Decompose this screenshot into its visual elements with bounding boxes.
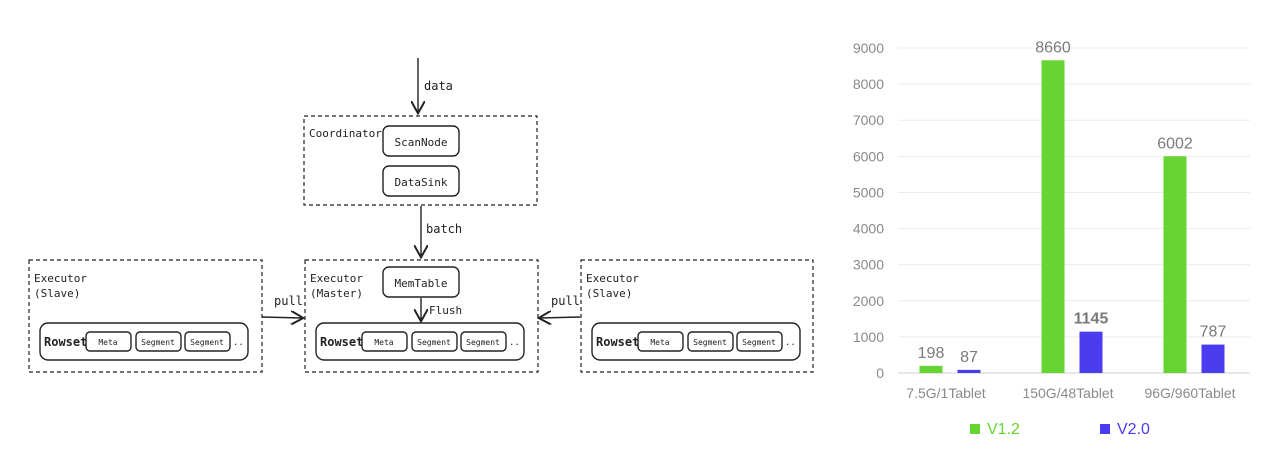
legend-swatch (970, 424, 980, 434)
y-tick-label: 1000 (853, 329, 884, 345)
pull-arrow-left (261, 317, 302, 318)
rowset-master-seg2 (460, 331, 507, 352)
data-label: 198 (918, 345, 945, 362)
memtable-label: MemTable (395, 277, 448, 290)
bar-v1-2 (1163, 156, 1187, 373)
coordinator-title: Coordinator (309, 127, 382, 140)
rowset-left-meta (85, 331, 132, 352)
rowset-left-ellipsis: .. (233, 338, 244, 348)
scannode-box (382, 125, 460, 157)
y-tick-label: 9000 (853, 40, 884, 56)
rowset-master-meta-label: Meta (374, 338, 393, 347)
rowset-right-meta-label: Meta (650, 338, 669, 347)
memtable-box (382, 266, 460, 298)
master-title-2: (Master) (310, 287, 363, 300)
datasink-label: DataSink (395, 176, 448, 189)
slave-right-box (580, 259, 814, 373)
pull-label-left: pull (274, 294, 303, 308)
rowset-right-ellipsis: .. (785, 338, 796, 348)
flush-label: Flush (429, 304, 462, 317)
rowset-right-seg1-label: Segment (693, 338, 727, 347)
bar-v2-0 (1201, 344, 1225, 373)
rowset-right-meta (637, 331, 684, 352)
y-tick-label: 7000 (853, 112, 884, 128)
y-tick-label: 8000 (853, 76, 884, 92)
x-tick-label: 96G/960Tablet (1144, 385, 1235, 401)
y-tick-label: 0 (876, 365, 884, 381)
pull-label-right: pull (551, 294, 580, 308)
y-tick-label: 2000 (853, 293, 884, 309)
pull-arrow-right (540, 317, 581, 318)
x-tick-label: 7.5G/1Tablet (906, 385, 985, 401)
chart-legend: V1.2 V2.0 (970, 421, 1150, 438)
batch-label: batch (426, 222, 462, 236)
legend-label: V1.2 (987, 421, 1020, 438)
rowset-left-seg2 (184, 331, 231, 352)
legend-label: V2.0 (1117, 421, 1150, 438)
scannode-label: ScanNode (395, 136, 448, 149)
rowset-master-seg1 (411, 331, 458, 352)
bar-v1-2 (1041, 60, 1065, 374)
rowset-left-seg1 (135, 331, 182, 352)
rowset-left-seg1-label: Segment (141, 338, 175, 347)
bar-v2-0 (957, 369, 981, 373)
rowset-master-seg1-label: Segment (417, 338, 451, 347)
rowset-master-ellipsis: .. (509, 338, 520, 348)
slave-right-title-1: Executor (586, 272, 639, 285)
rowset-left-meta-label: Meta (98, 338, 117, 347)
data-label: 87 (960, 349, 978, 366)
architecture-diagram: data Coordinator ScanNode DataSink batch… (28, 58, 814, 373)
data-label: 1145 (1074, 311, 1109, 328)
executor-master: Executor (Master) MemTable Flush Rowset … (304, 259, 539, 373)
x-tick-label: 150G/48Tablet (1022, 385, 1113, 401)
rowset-left-label: Rowset (44, 335, 87, 349)
rowset-master-label: Rowset (320, 335, 363, 349)
rowset-right-label: Rowset (596, 335, 639, 349)
y-tick-label: 3000 (853, 257, 884, 273)
rowset-right-seg2-label: Segment (742, 338, 776, 347)
coordinator-group: Coordinator ScanNode DataSink (303, 115, 538, 206)
chart-bars: 198 87 8660 1145 6002 787 (918, 39, 1227, 374)
rowset-master-meta (361, 331, 408, 352)
data-label: 6002 (1157, 135, 1193, 152)
bar-v1-2 (919, 365, 943, 373)
y-tick-label: 5000 (853, 184, 884, 200)
y-tick-label: 4000 (853, 221, 884, 237)
rowset-right-seg1 (687, 331, 734, 352)
rowset-left-seg2-label: Segment (190, 338, 224, 347)
slave-left-title-1: Executor (34, 272, 87, 285)
slave-left-title-2: (Slave) (34, 287, 80, 300)
y-tick-label: 6000 (853, 148, 884, 164)
chart-grid: 0 1000 2000 3000 4000 5000 6000 7000 8000 9000 7.5… (853, 40, 1250, 401)
slave-right-title-2: (Slave) (586, 287, 632, 300)
data-label: data (424, 79, 453, 93)
datasink-box (382, 165, 460, 197)
executor-slave-left: Executor (Slave) Rowset Meta Segment Seg… (28, 259, 263, 373)
slave-left-box (28, 259, 263, 373)
rowset-master-seg2-label: Segment (466, 338, 500, 347)
legend-swatch (1100, 424, 1110, 434)
master-title-1: Executor (310, 272, 363, 285)
bar-v2-0 (1079, 331, 1103, 373)
data-label: 8660 (1035, 39, 1071, 56)
executor-slave-right: Executor (Slave) Rowset Meta Segment Seg… (580, 259, 814, 373)
rowset-right-seg2 (736, 331, 783, 352)
data-label: 787 (1200, 324, 1227, 341)
